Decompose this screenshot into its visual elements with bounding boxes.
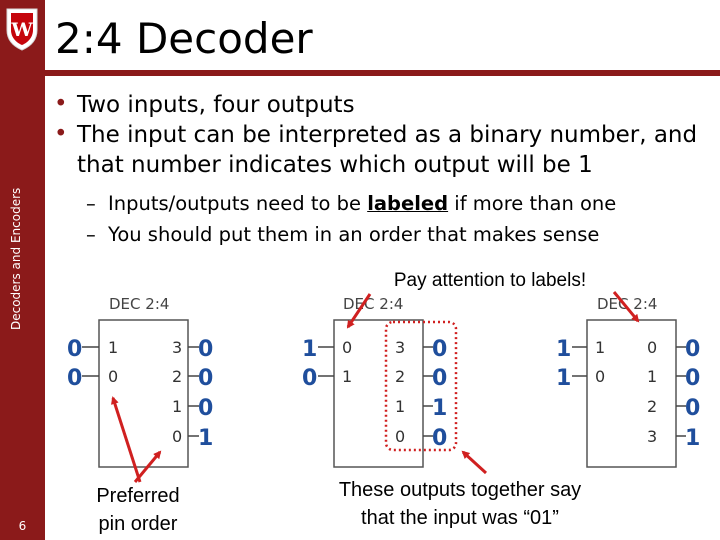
decoder-3-input-value: 1: [556, 337, 571, 362]
outputs-callout-line: that the input was “01”: [361, 507, 559, 529]
sub-bullet-text: if more than one: [448, 192, 617, 215]
page-number: 6: [18, 519, 27, 533]
slide-title: 2:4 Decoder: [55, 14, 313, 63]
decoder-2-box: [333, 319, 424, 468]
decoder-3-input-pin: 0: [595, 367, 605, 386]
decoder-3-label: DEC 2:4: [597, 295, 657, 313]
decoder-3-output-pin: 2: [647, 397, 657, 416]
bullet-item: • Two inputs, four outputs: [52, 90, 712, 120]
decoder-2-output-value: 1: [432, 396, 447, 421]
sub-bullet-text: Inputs/outputs need to be: [108, 192, 368, 215]
bullet-dot-icon: •: [54, 91, 68, 117]
decoder-1-input-pin: 0: [108, 367, 118, 386]
decoder-1-input-value: 0: [67, 337, 82, 362]
decoder-1-output-value: 0: [198, 366, 213, 391]
decoder-2-output-value: 0: [432, 366, 447, 391]
callout-arrows: [111, 291, 640, 483]
decoder-1-box: [98, 319, 189, 468]
decoder-1-input-value: 0: [67, 366, 82, 391]
arrow-icon: [111, 396, 142, 483]
decoder-1-output-value: 0: [198, 337, 213, 362]
decoder-1-label: DEC 2:4: [109, 295, 169, 313]
decoder-2-input-value: 1: [302, 337, 317, 362]
decoder-2-output-value: 0: [432, 426, 447, 451]
bullet-list: • Two inputs, four outputs • The input c…: [52, 90, 712, 250]
sidebar-band: [0, 0, 45, 540]
decoder-3-output-pin: 0: [647, 338, 657, 357]
outputs-highlight-box: [384, 320, 458, 452]
decoder-3-input-value: 1: [556, 366, 571, 391]
decoder-3-output-pin: 3: [647, 427, 657, 446]
outputs-callout-line: These outputs together say: [338, 479, 582, 501]
decoder-3-output-pin: 1: [647, 367, 657, 386]
arrow-icon: [346, 293, 372, 329]
decoder-1-output-pin: 3: [172, 338, 182, 357]
decoder-2-output-pin: 0: [395, 427, 405, 446]
decoder-3-input-pin: 1: [595, 338, 605, 357]
bullet-text: The input can be interpreted as a binary…: [77, 122, 698, 178]
decoder-2-input-pin: 1: [342, 367, 352, 386]
university-crest-icon: W: [6, 8, 38, 51]
decoder-3-output-value: 1: [685, 426, 700, 451]
title-rule: [45, 70, 720, 76]
decoder-2-output-pin: 2: [395, 367, 405, 386]
arrow-icon: [612, 291, 640, 323]
decoder-2-output-pin: 3: [395, 338, 405, 357]
decoder-2-label: DEC 2:4: [343, 295, 403, 313]
pin-order-line: Preferred: [96, 485, 180, 507]
sub-bullet-dash-icon: –: [86, 192, 96, 215]
decoder-2-output-value: 0: [432, 337, 447, 362]
decoder-1-output-pin: 0: [172, 427, 182, 446]
sub-bullet-item: – Inputs/outputs need to be labeled if m…: [52, 188, 712, 219]
decoder-2-output-pin: 1: [395, 397, 405, 416]
pin-order-line: pin order: [98, 513, 178, 535]
decoder-2-input-value: 0: [302, 366, 317, 391]
sub-bullet-keyword: labeled: [367, 192, 449, 215]
arrow-icon: [133, 450, 162, 483]
decoder-3: DEC 2:4 1 0 1 1 0 1 2 3 0 0 0 1: [556, 295, 700, 468]
bullet-dot-icon: •: [54, 121, 68, 147]
sub-bullet-dash-icon: –: [86, 223, 96, 246]
decoder-1-output-value: 1: [198, 426, 213, 451]
decoder-1-output-pin: 1: [172, 397, 182, 416]
sub-bullet-text: You should put them in an order that mak…: [108, 223, 600, 246]
sub-bullet-item: – You should put them in an order that m…: [52, 219, 712, 250]
outputs-callout: These outputs together say that the inpu…: [295, 476, 625, 532]
decoder-2-input-pin: 0: [342, 338, 352, 357]
decoder-1: DEC 2:4 1 0 0 0 3 2 1 0 0 0 0 1: [67, 295, 213, 468]
arrow-icon: [461, 450, 488, 475]
decoder-3-output-value: 0: [685, 366, 700, 391]
decoder-3-output-value: 0: [685, 396, 700, 421]
decoder-1-input-pin: 1: [108, 338, 118, 357]
bullet-item: • The input can be interpreted as a bina…: [52, 120, 712, 180]
decoder-2: DEC 2:4 0 1 1 0 3 2 1 0 0 0 1 0: [302, 295, 458, 468]
crest-letter: W: [10, 19, 33, 41]
decoder-1-output-value: 0: [198, 396, 213, 421]
decoder-3-output-value: 0: [685, 337, 700, 362]
bullet-text: Two inputs, four outputs: [77, 92, 355, 118]
pin-order-callout: Preferred pin order: [68, 482, 208, 538]
decoder-1-output-pin: 2: [172, 367, 182, 386]
labels-callout: Pay attention to labels!: [393, 270, 587, 291]
